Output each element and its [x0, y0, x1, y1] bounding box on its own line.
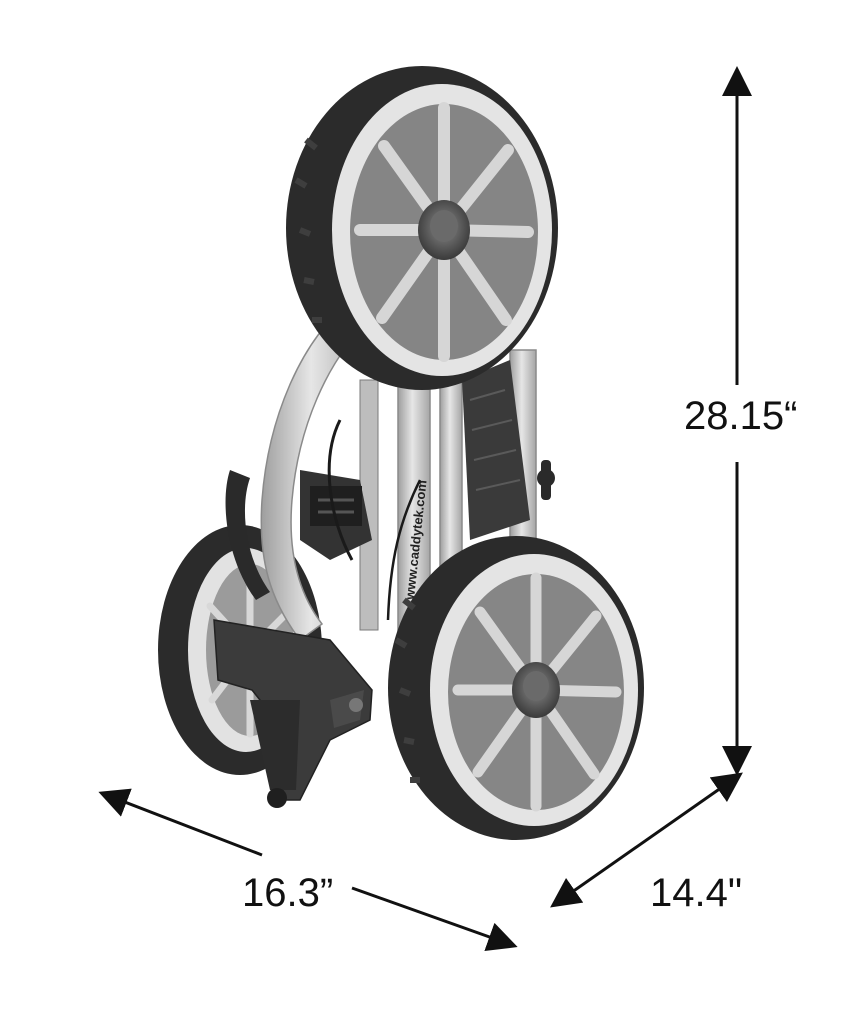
- height-dimension-label: 28.15“: [684, 394, 798, 438]
- depth-dimension-label: 14.4": [650, 871, 743, 915]
- width-dimension-arrow: [98, 788, 518, 952]
- front-wheel: [388, 536, 644, 840]
- top-wheel: [286, 66, 558, 390]
- width-dimension-label: 16.3”: [242, 871, 334, 915]
- depth-dimension-arrow: [550, 772, 743, 908]
- cart-frame: www.caddytek.com: [213, 299, 555, 808]
